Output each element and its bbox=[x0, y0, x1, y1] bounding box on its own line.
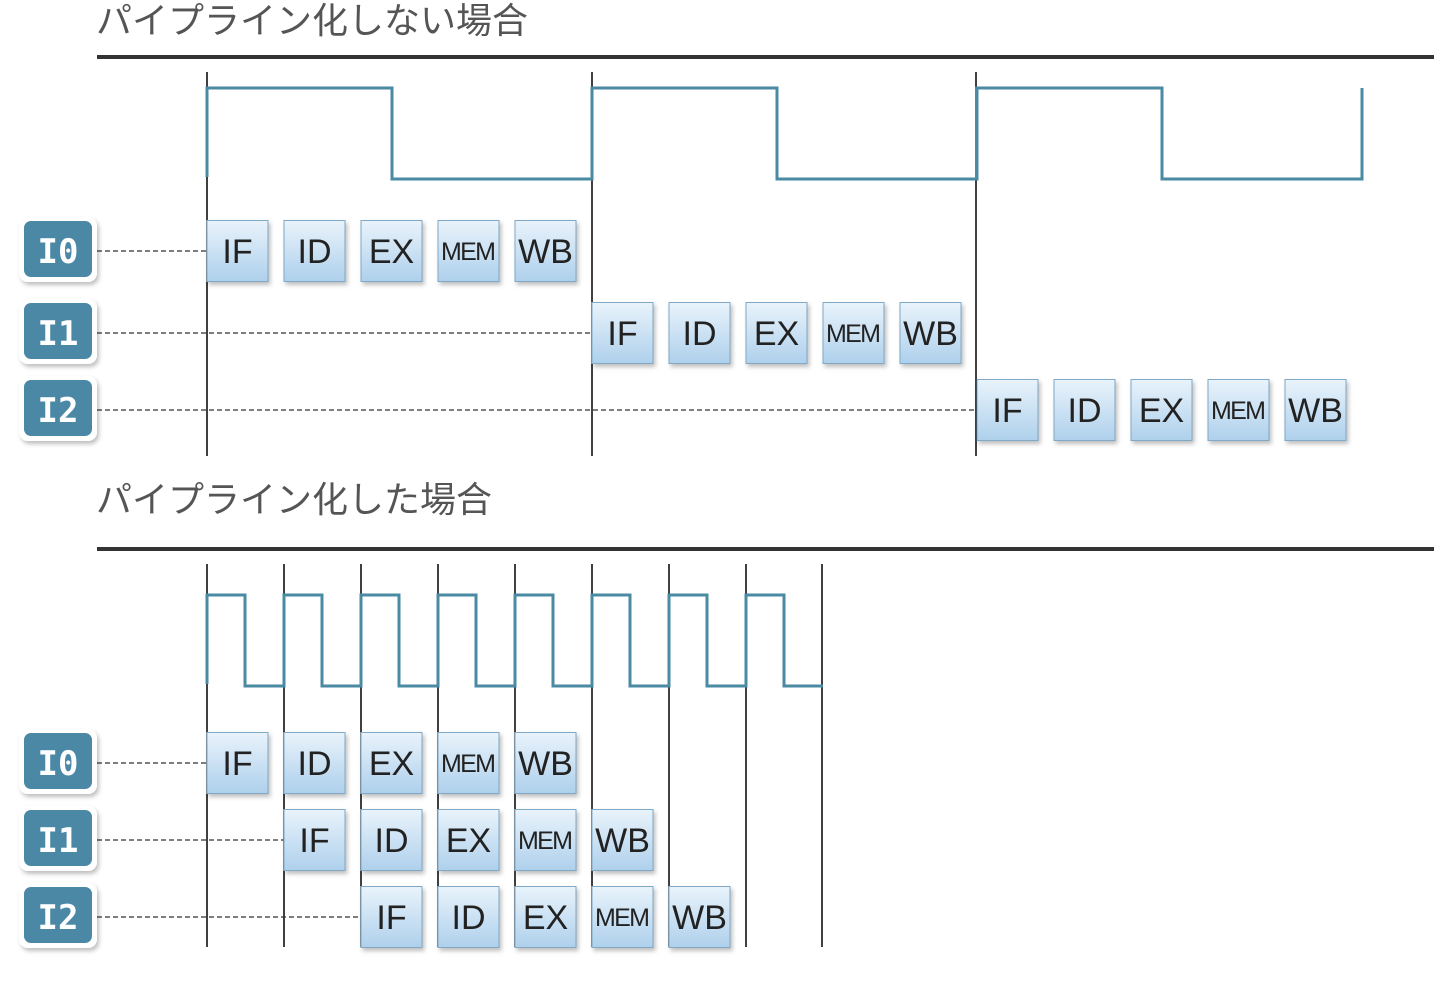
stage-box-wb: WB bbox=[1284, 379, 1347, 441]
stage-box-ex: EX bbox=[360, 220, 423, 282]
instruction-label: I2 bbox=[38, 391, 79, 431]
instruction-label: I2 bbox=[38, 898, 79, 938]
stage-box-id: ID bbox=[1053, 379, 1116, 441]
stage-label: WB bbox=[672, 899, 727, 937]
stage-label: ID bbox=[1068, 392, 1102, 430]
stage-box-mem: MEM bbox=[437, 220, 500, 282]
stage-box-wb: WB bbox=[899, 302, 962, 364]
stage-box-id: ID bbox=[360, 809, 423, 871]
stage-label: ID bbox=[298, 745, 332, 783]
stage-box-mem: MEM bbox=[437, 732, 500, 794]
stage-box-if: IF bbox=[206, 220, 269, 282]
stage-label: EX bbox=[369, 745, 414, 783]
section-divider bbox=[97, 55, 1434, 59]
section-title-pipelined: パイプライン化した場合 bbox=[96, 480, 493, 521]
stage-label: IF bbox=[376, 899, 406, 937]
stage-label: EX bbox=[446, 822, 491, 860]
stage-box-if: IF bbox=[976, 379, 1039, 441]
stage-box-ex: EX bbox=[1130, 379, 1193, 441]
stage-label: MEM bbox=[826, 320, 881, 348]
stage-label: ID bbox=[452, 899, 486, 937]
instruction-badge-i2: I2 bbox=[19, 376, 97, 441]
stage-box-wb: WB bbox=[514, 732, 577, 794]
stage-box-id: ID bbox=[283, 732, 346, 794]
instruction-label: I0 bbox=[38, 744, 79, 784]
clock-waveform bbox=[205, 86, 1364, 181]
stage-label: ID bbox=[375, 822, 409, 860]
stage-label: IF bbox=[222, 233, 252, 271]
stage-label: MEM bbox=[595, 904, 650, 932]
stage-label: WB bbox=[518, 233, 573, 271]
clock-waveform bbox=[205, 593, 823, 688]
instruction-badge-i0: I0 bbox=[19, 217, 97, 282]
stage-label: WB bbox=[903, 315, 958, 353]
stage-box-ex: EX bbox=[514, 886, 577, 948]
stage-box-mem: MEM bbox=[1207, 379, 1270, 441]
stage-box-wb: WB bbox=[668, 886, 731, 948]
stage-label: MEM bbox=[1211, 397, 1266, 425]
stage-label: EX bbox=[523, 899, 568, 937]
stage-label: EX bbox=[1139, 392, 1184, 430]
stage-label: IF bbox=[299, 822, 329, 860]
stage-label: ID bbox=[683, 315, 717, 353]
instruction-label: I1 bbox=[38, 314, 79, 354]
stage-label: WB bbox=[1288, 392, 1343, 430]
stage-label: IF bbox=[992, 392, 1022, 430]
stage-box-id: ID bbox=[283, 220, 346, 282]
stage-box-ex: EX bbox=[437, 809, 500, 871]
stage-label: MEM bbox=[441, 750, 496, 778]
stage-box-mem: MEM bbox=[822, 302, 885, 364]
instruction-badge-i2: I2 bbox=[19, 883, 97, 948]
stage-label: IF bbox=[222, 745, 252, 783]
section-divider bbox=[97, 547, 1434, 551]
stage-box-if: IF bbox=[591, 302, 654, 364]
instruction-badge-i1: I1 bbox=[19, 299, 97, 364]
instruction-label: I1 bbox=[38, 821, 79, 861]
stage-box-if: IF bbox=[360, 886, 423, 948]
stage-label: IF bbox=[607, 315, 637, 353]
stage-label: ID bbox=[298, 233, 332, 271]
stage-label: MEM bbox=[441, 238, 496, 266]
stage-label: EX bbox=[754, 315, 799, 353]
stage-label: WB bbox=[518, 745, 573, 783]
stage-label: MEM bbox=[518, 827, 573, 855]
stage-box-ex: EX bbox=[360, 732, 423, 794]
stage-box-mem: MEM bbox=[591, 886, 654, 948]
instruction-label: I0 bbox=[38, 232, 79, 272]
stage-box-ex: EX bbox=[745, 302, 808, 364]
stage-box-id: ID bbox=[437, 886, 500, 948]
stage-label: EX bbox=[369, 233, 414, 271]
stage-box-wb: WB bbox=[514, 220, 577, 282]
stage-box-mem: MEM bbox=[514, 809, 577, 871]
instruction-badge-i1: I1 bbox=[19, 806, 97, 871]
stage-label: WB bbox=[595, 822, 650, 860]
stage-box-id: ID bbox=[668, 302, 731, 364]
section-title-unpipelined: パイプライン化しない場合 bbox=[96, 1, 529, 42]
stage-box-if: IF bbox=[283, 809, 346, 871]
stage-box-if: IF bbox=[206, 732, 269, 794]
instruction-badge-i0: I0 bbox=[19, 729, 97, 794]
stage-box-wb: WB bbox=[591, 809, 654, 871]
